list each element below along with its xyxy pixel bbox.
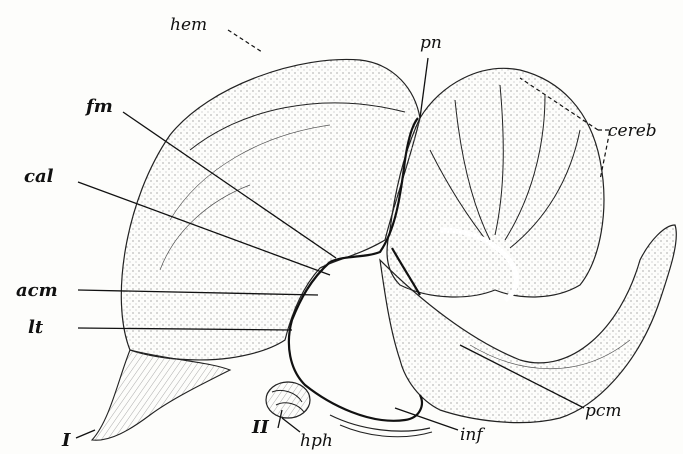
- label-pcm: pcm: [585, 401, 622, 421]
- label-cal: cal: [24, 166, 54, 187]
- olfactory-lobe: [92, 350, 230, 440]
- label-inf: inf: [460, 425, 485, 445]
- leader-hem: [228, 30, 262, 52]
- infundibulum: [330, 415, 432, 437]
- label-cereb: cereb: [608, 121, 657, 141]
- label-hem: hem: [170, 15, 207, 35]
- leader-hph: [282, 418, 300, 432]
- leader-I: [76, 430, 95, 438]
- label-fm: fm: [84, 96, 113, 117]
- cerebral-hemisphere: [121, 59, 420, 359]
- label-II: II: [251, 417, 269, 438]
- label-hph: hph: [300, 431, 333, 451]
- hypophysis: [266, 382, 310, 418]
- cerebellum: [387, 68, 604, 300]
- label-I: I: [61, 430, 71, 451]
- label-lt: lt: [28, 317, 44, 338]
- label-pn: pn: [420, 33, 442, 53]
- label-acm: acm: [16, 280, 58, 301]
